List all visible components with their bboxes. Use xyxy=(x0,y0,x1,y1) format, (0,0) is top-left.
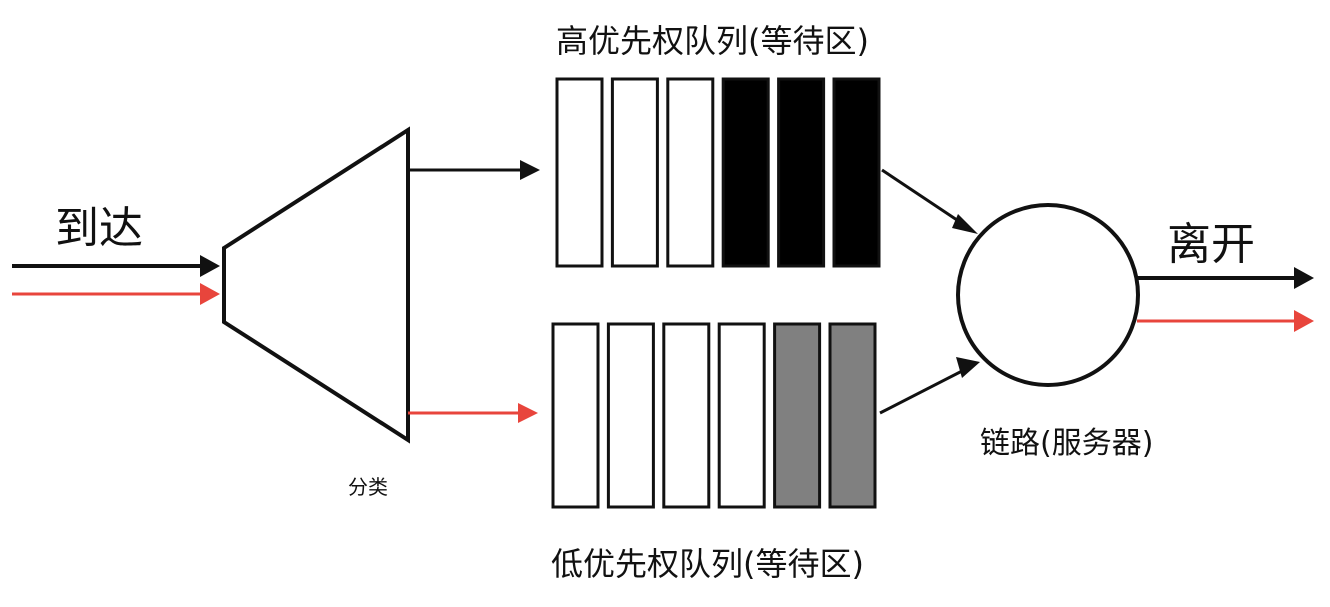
low-queue-slot-6 xyxy=(828,322,877,509)
departure-arrow-red xyxy=(1137,310,1314,332)
arrival-arrow-red xyxy=(12,283,220,305)
server-label: 链路(服务器) xyxy=(980,426,1153,461)
high-queue-slot-3 xyxy=(666,77,715,268)
high-queue-slot-4 xyxy=(721,77,770,268)
low-queue-label: 低优先权队列(等待区) xyxy=(551,545,864,583)
arrival-label: 到达 xyxy=(55,203,143,254)
low-queue-slot-3 xyxy=(662,322,711,509)
high-queue-to-server-arrow xyxy=(881,168,978,234)
high-queue-slot-2 xyxy=(610,77,659,268)
server-circle xyxy=(956,203,1140,387)
low-queue-to-server-arrow xyxy=(879,357,980,415)
arrival-arrow-black xyxy=(12,255,220,277)
departure-label: 离开 xyxy=(1167,219,1255,270)
low-queue-slot-2 xyxy=(606,322,655,509)
classifier-label: 分类 xyxy=(348,475,388,499)
high-priority-route-arrow xyxy=(408,160,540,180)
low-queue-slot-5 xyxy=(773,322,822,509)
low-priority-route-arrow xyxy=(408,403,538,423)
high-queue-slot-6 xyxy=(832,77,881,268)
classifier-block xyxy=(222,126,410,444)
high-queue-label: 高优先权队列(等待区) xyxy=(556,22,869,60)
low-queue-slot-1 xyxy=(551,322,600,509)
departure-arrow-black xyxy=(1137,267,1314,289)
high-queue-slot-5 xyxy=(777,77,826,268)
low-queue-slot-4 xyxy=(717,322,766,509)
high-queue-slot-1 xyxy=(555,77,604,268)
high-priority-queue xyxy=(555,77,881,268)
low-priority-queue xyxy=(551,322,877,509)
